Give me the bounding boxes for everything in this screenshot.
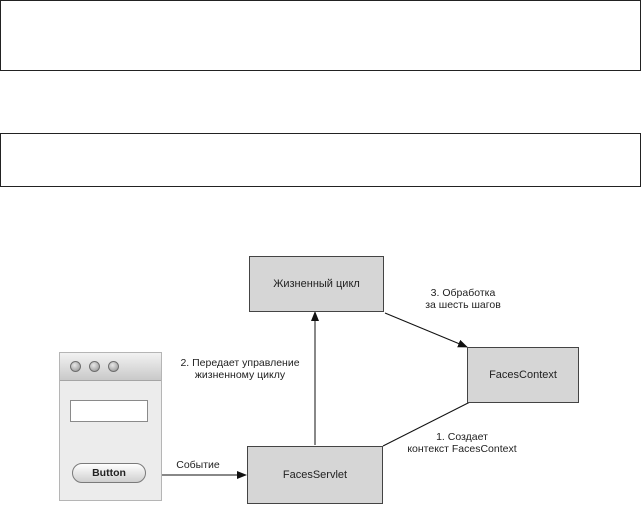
window-titlebar [60, 353, 161, 381]
edge-label-step3: 3. Обработка за шесть шагов [408, 287, 518, 311]
zoom-dot-icon[interactable] [108, 361, 119, 372]
client-window: Button [59, 352, 162, 501]
node-lifecycle-label: Жизненный цикл [273, 278, 360, 290]
window-text-field[interactable] [70, 400, 148, 422]
edge-label-step1-line1: 1. Создает [436, 431, 488, 443]
edge-label-event: Событие [176, 459, 220, 471]
node-faces-context-label: FacesContext [489, 369, 557, 381]
edge-lifecycle-to-context [384, 312, 468, 348]
window-button[interactable]: Button [72, 463, 146, 483]
edge-servlet-to-context [382, 401, 471, 447]
node-faces-servlet-label: FacesServlet [282, 469, 348, 481]
window-button-label: Button [92, 467, 126, 479]
edge-label-step1-line2: контекст FacesContext [407, 443, 517, 455]
edge-label-step2-line2: жизненному циклу [194, 369, 286, 381]
node-faces-servlet: FacesServlet [247, 446, 383, 504]
edge-label-step1: 1. Создает контекст FacesContext [392, 431, 532, 455]
edge-label-step2: 2. Передает управление жизненному циклу [166, 357, 314, 381]
edge-label-step3-line2: за шесть шагов [425, 299, 501, 311]
minimize-dot-icon[interactable] [89, 361, 100, 372]
top-frame-1 [0, 0, 641, 71]
edge-label-step3-line1: 3. Обработка [430, 287, 496, 299]
node-faces-context: FacesContext [467, 347, 579, 403]
node-lifecycle: Жизненный цикл [249, 256, 384, 312]
top-frame-2 [0, 133, 641, 187]
edge-label-step2-line1: 2. Передает управление [180, 357, 300, 369]
close-dot-icon[interactable] [70, 361, 81, 372]
